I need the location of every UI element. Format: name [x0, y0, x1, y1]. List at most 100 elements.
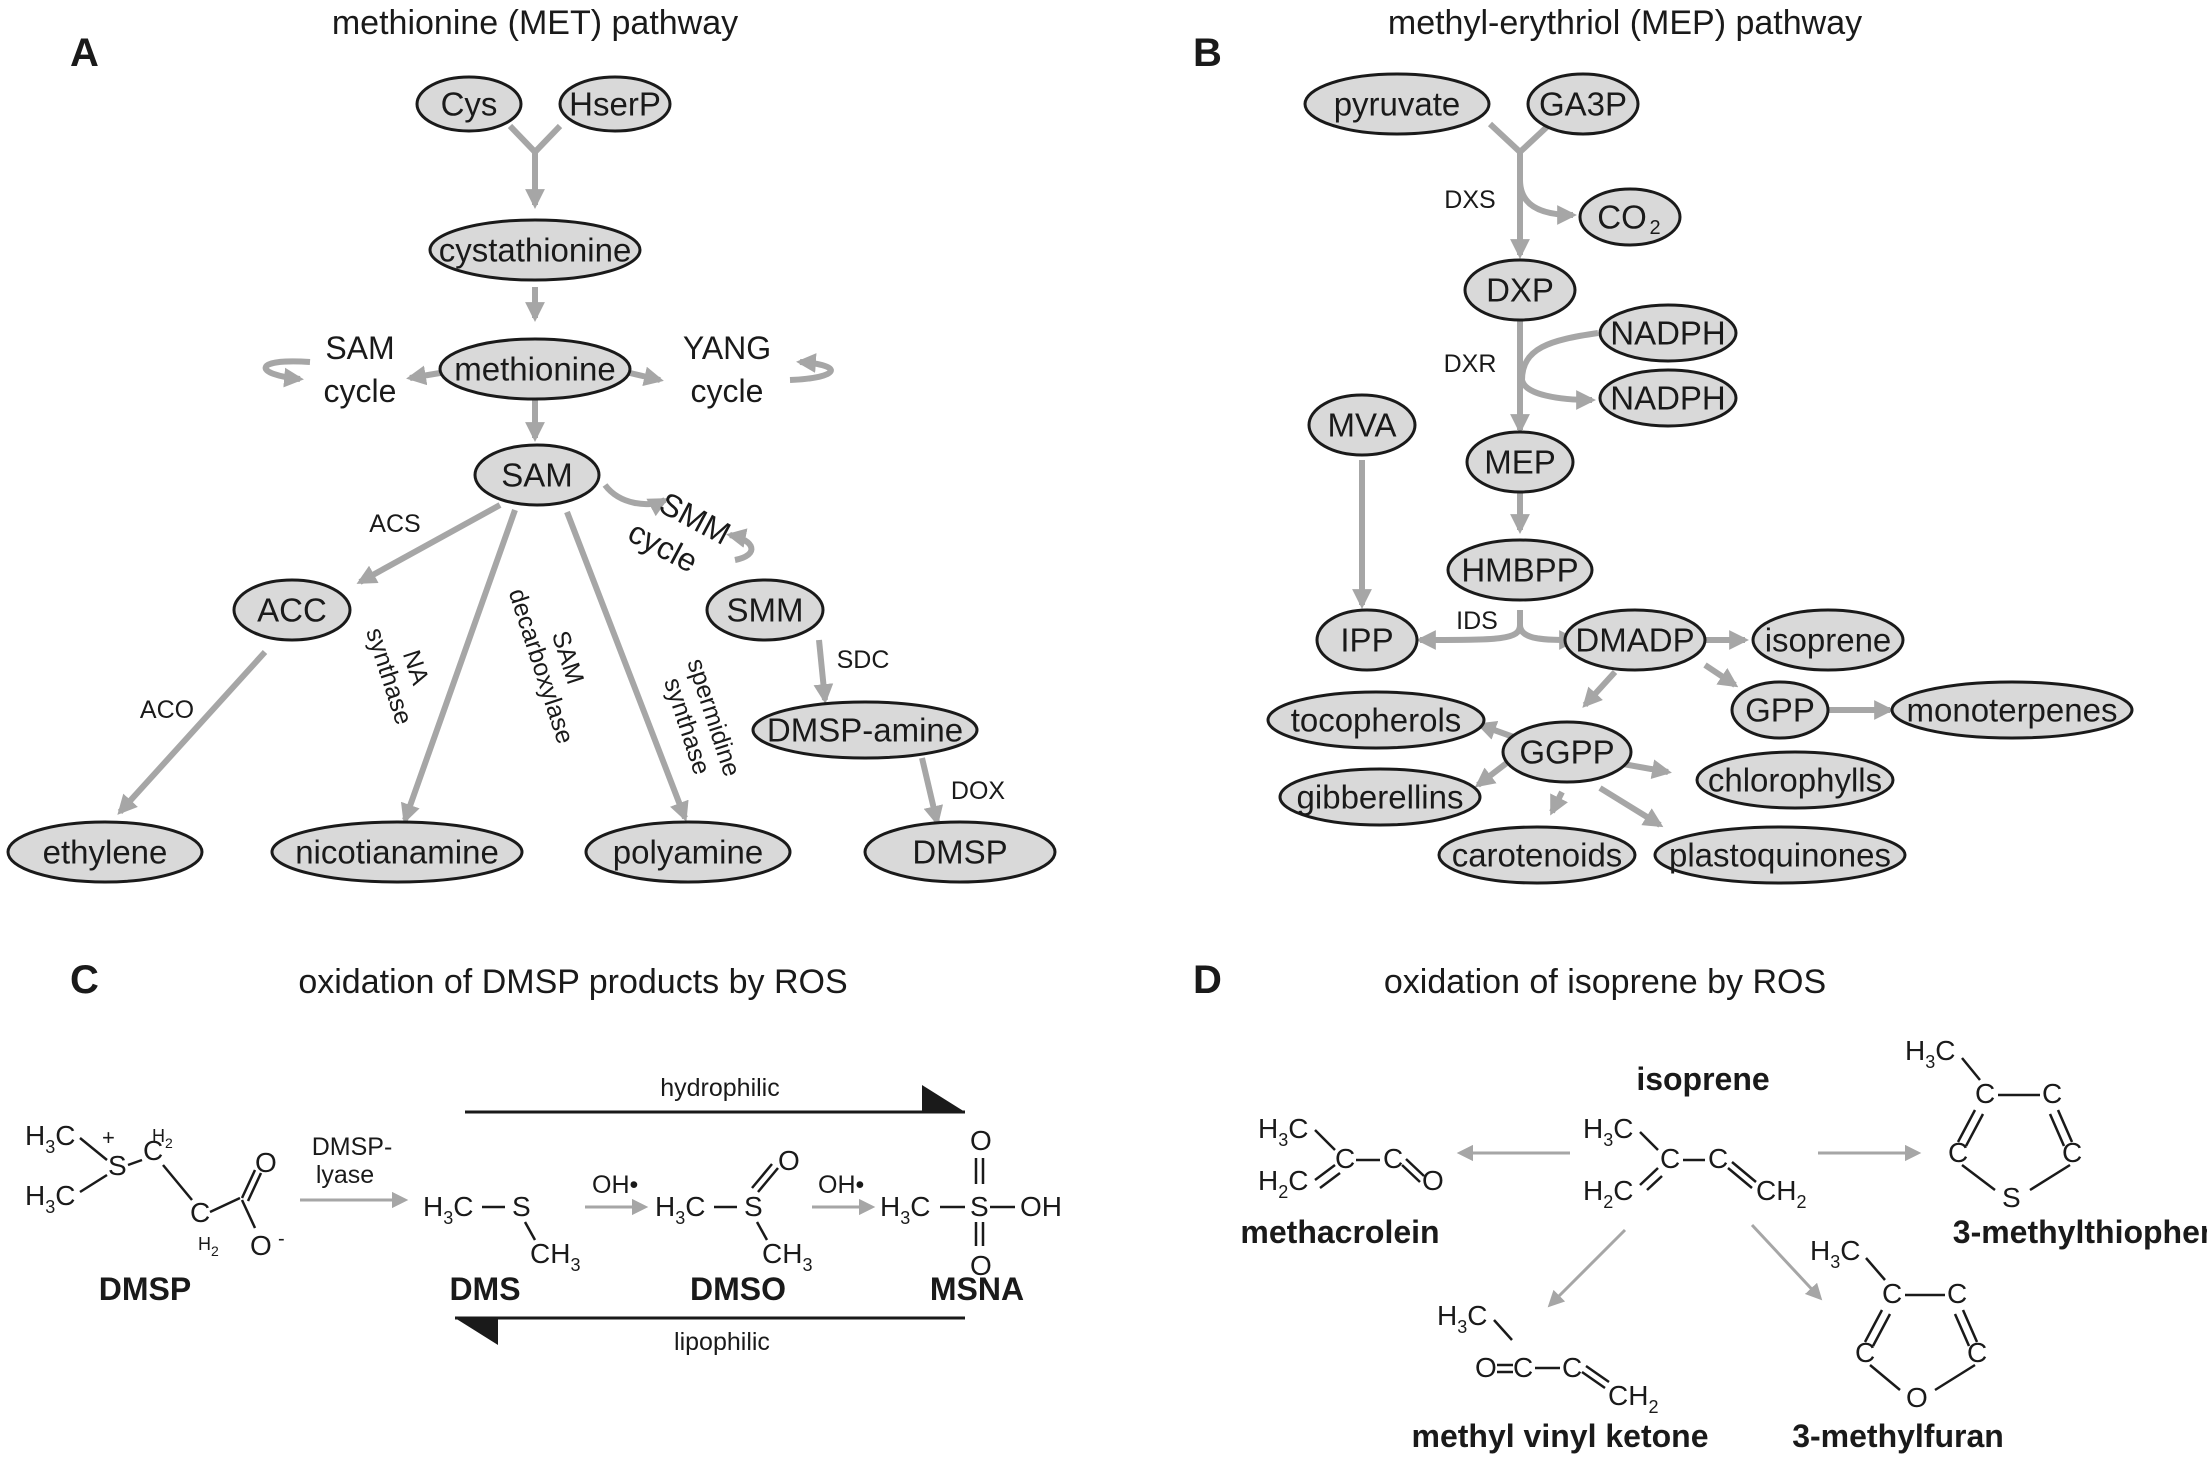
- svg-text:2: 2: [1649, 217, 1660, 239]
- svg-text:H3C: H3C: [1810, 1235, 1860, 1272]
- node-smm: SMM: [705, 578, 825, 642]
- node-dmadp: DMADP: [1563, 608, 1707, 672]
- svg-text:MEP: MEP: [1484, 444, 1556, 481]
- svg-text:isoprene: isoprene: [1765, 622, 1892, 659]
- svg-text:DMSP: DMSP: [912, 834, 1007, 871]
- svg-text:C: C: [1975, 1078, 1995, 1109]
- label-ids: IDS: [1456, 607, 1498, 635]
- svg-text:C: C: [1855, 1337, 1875, 1368]
- svg-text:H3C: H3C: [1905, 1035, 1955, 1072]
- svg-text:O: O: [970, 1250, 992, 1281]
- svg-text:H3C: H3C: [423, 1191, 473, 1228]
- svg-text:NADPH: NADPH: [1610, 315, 1726, 352]
- svg-text:C: C: [2062, 1137, 2082, 1168]
- label-oh-2: OH•: [818, 1171, 864, 1199]
- structure-mvk: H3C O C C CH2: [1437, 1300, 1658, 1417]
- svg-text:CH2: CH2: [1756, 1175, 1806, 1212]
- node-dmsp: DMSP: [863, 820, 1057, 884]
- node-methionine: methionine: [438, 337, 632, 401]
- met-arrows: [117, 123, 944, 826]
- node-cystathionine: cystathionine: [428, 218, 642, 282]
- node-dxp: DXP: [1463, 258, 1577, 322]
- svg-text:C: C: [1383, 1143, 1403, 1174]
- panel-b-letter: B: [1193, 31, 1222, 75]
- svg-text:GA3P: GA3P: [1539, 86, 1627, 123]
- name-msna: MSNA: [930, 1271, 1024, 1307]
- label-oh-1: OH•: [592, 1171, 638, 1199]
- svg-text:gibberellins: gibberellins: [1297, 779, 1464, 816]
- svg-text:C: C: [143, 1135, 163, 1166]
- node-gpp: GPP: [1730, 680, 1830, 740]
- svg-text:plastoquinones: plastoquinones: [1669, 837, 1891, 874]
- node-cys: Cys: [415, 75, 523, 133]
- svg-text:O: O: [778, 1145, 800, 1176]
- node-co2: CO 2: [1578, 187, 1682, 247]
- label-sam-cycle-2: cycle: [324, 373, 397, 409]
- structure-dmsp: H3C H3C S + C H2 C H2 O O -: [25, 1120, 285, 1261]
- structure-methylthiophene: H3C C C C C S: [1905, 1035, 2082, 1213]
- svg-text:C: C: [1708, 1143, 1728, 1174]
- svg-text:O: O: [1475, 1352, 1497, 1383]
- svg-text:ethylene: ethylene: [43, 834, 168, 871]
- panel-a: A methionine (MET) pathway Cys HserP cys…: [6, 4, 1057, 884]
- svg-text:IPP: IPP: [1340, 622, 1393, 659]
- label-dmsp-lyase-1: DMSP-: [312, 1133, 393, 1161]
- node-isoprene-b: isoprene: [1751, 608, 1905, 672]
- structure-dmso: H3C S O CH3: [655, 1145, 812, 1275]
- label-sdc: SDC: [837, 646, 890, 674]
- node-tocopherols: tocopherols: [1266, 690, 1486, 750]
- svg-text:monoterpenes: monoterpenes: [1907, 692, 2118, 729]
- node-ethylene: ethylene: [6, 820, 204, 884]
- label-yang-cycle-1: YANG: [683, 330, 771, 366]
- svg-text:C: C: [1513, 1352, 1533, 1383]
- svg-text:C: C: [1948, 1137, 1968, 1168]
- label-na-synthase: NA synthase: [360, 624, 434, 728]
- label-aco: ACO: [140, 696, 194, 724]
- svg-text:H2C: H2C: [1258, 1165, 1308, 1202]
- node-mep: MEP: [1465, 430, 1575, 494]
- svg-text:H2C: H2C: [1583, 1175, 1633, 1212]
- panel-a-letter: A: [70, 31, 99, 75]
- label-smm-cycle: SMM cycle: [623, 485, 737, 580]
- svg-text:pyruvate: pyruvate: [1334, 86, 1461, 123]
- node-monoterpenes: monoterpenes: [1890, 680, 2134, 740]
- svg-text:O: O: [250, 1230, 272, 1261]
- svg-text:DMSP-amine: DMSP-amine: [767, 712, 963, 749]
- structure-methylfuran: H3C C C C C O: [1810, 1235, 1987, 1413]
- panel-c: C oxidation of DMSP products by ROS hydr…: [25, 958, 1062, 1356]
- svg-text:O: O: [1906, 1382, 1928, 1413]
- name-methylthiophene: 3-methylthiophene: [1953, 1214, 2207, 1250]
- svg-text:S: S: [970, 1191, 989, 1222]
- node-acc: ACC: [232, 578, 352, 642]
- node-ipp: IPP: [1315, 608, 1419, 672]
- svg-text:H3C: H3C: [655, 1191, 705, 1228]
- svg-text:H3C: H3C: [1258, 1113, 1308, 1150]
- name-methylfuran: 3-methylfuran: [1792, 1418, 2004, 1454]
- svg-text:S: S: [108, 1150, 127, 1181]
- node-chlorophylls: chlorophylls: [1695, 750, 1895, 810]
- svg-text:+: +: [102, 1125, 115, 1150]
- svg-text:H3C: H3C: [25, 1180, 75, 1217]
- panel-c-title: oxidation of DMSP products by ROS: [298, 963, 847, 1001]
- structure-isoprene: H3C H2C C C CH2: [1583, 1113, 1806, 1212]
- node-ga3p: GA3P: [1526, 72, 1640, 136]
- name-dmsp: DMSP: [99, 1271, 191, 1307]
- svg-text:O: O: [970, 1125, 992, 1156]
- svg-text:O: O: [1422, 1165, 1444, 1196]
- node-plastoquinones: plastoquinones: [1653, 825, 1907, 885]
- node-ggpp: GGPP: [1501, 720, 1633, 784]
- svg-text:MVA: MVA: [1327, 407, 1396, 444]
- svg-text:nicotianamine: nicotianamine: [295, 834, 499, 871]
- svg-text:H2: H2: [198, 1234, 219, 1259]
- svg-text:SAM: SAM: [501, 457, 573, 494]
- svg-text:C: C: [1660, 1143, 1680, 1174]
- panel-d: D oxidation of isoprene by ROS isoprene …: [1193, 958, 2207, 1454]
- svg-text:ACC: ACC: [257, 592, 327, 629]
- node-carotenoids: carotenoids: [1437, 825, 1637, 885]
- structure-dms: H3C S CH3: [423, 1191, 580, 1275]
- svg-text:S: S: [2002, 1182, 2021, 1213]
- node-mva: MVA: [1307, 393, 1417, 457]
- node-nadph-2: NADPH: [1598, 368, 1738, 428]
- svg-text:tocopherols: tocopherols: [1291, 702, 1462, 739]
- svg-text:CO: CO: [1597, 199, 1647, 236]
